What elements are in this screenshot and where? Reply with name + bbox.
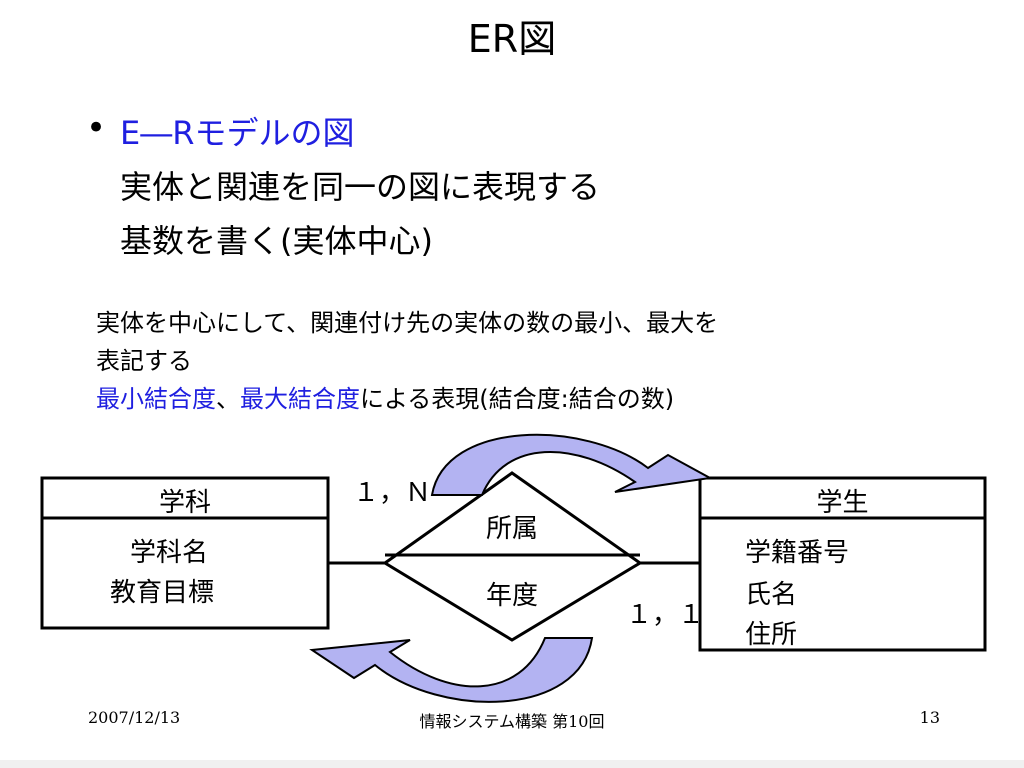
footer-bar: [0, 760, 1024, 768]
entity-box-department: [40, 476, 330, 630]
curved-arrow-top-icon: [430, 433, 714, 496]
cardinality-bottom: １，１: [626, 600, 705, 630]
footer-date: 2007/12/13: [88, 708, 181, 727]
attribute-name: 氏名: [745, 580, 798, 610]
attribute-department-name: 学科名: [130, 538, 209, 568]
bullet-heading: E―Rモデルの図: [120, 114, 355, 152]
bullet-marker: •: [86, 108, 107, 148]
footer-course: 情報システム構築 第10回: [419, 712, 605, 731]
term-separator: 、: [216, 385, 240, 413]
curved-arrow-bottom-icon: [309, 637, 594, 703]
min-cardinality-term: 最小結合度: [96, 385, 216, 413]
description-line-2: 表記する: [96, 347, 192, 375]
description-line-3-rest: による表現(結合度:結合の数): [360, 385, 675, 413]
bullet-line-3: 基数を書く(実体中心): [120, 222, 433, 260]
footer-page-number: 13: [919, 708, 940, 727]
cardinality-top: １，Ｎ: [353, 478, 432, 508]
description-line-3: 最小結合度、最大結合度による表現(結合度:結合の数): [96, 379, 674, 414]
entity-name-student: 学生: [816, 488, 869, 518]
relationship-name: 所属: [485, 514, 538, 544]
description-line-1: 実体を中心にして、関連付け先の実体の数の最小、最大を: [96, 309, 719, 337]
entity-box-student: [698, 476, 987, 652]
relationship-attribute: 年度: [485, 581, 538, 611]
bullet-line-2: 実体と関連を同一の図に表現する: [120, 168, 601, 206]
attribute-student-id: 学籍番号: [745, 538, 850, 568]
slide-title: ER図: [467, 17, 557, 61]
attribute-education-goal: 教育目標: [110, 578, 215, 608]
entity-name-department: 学科: [158, 488, 211, 518]
max-cardinality-term: 最大結合度: [240, 385, 360, 413]
attribute-address: 住所: [745, 620, 798, 650]
